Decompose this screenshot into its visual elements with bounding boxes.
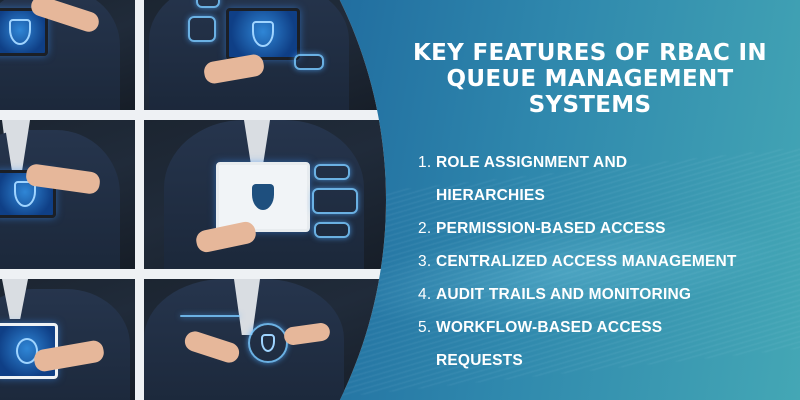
tablet-image <box>216 162 310 232</box>
photo-tile-1 <box>0 0 135 110</box>
title-line-1: KEY FEATURES OF RBAC IN <box>413 40 767 66</box>
hologram-shield-icon <box>248 323 288 363</box>
hologram-arrow-icon <box>314 164 350 180</box>
photo-tile-5 <box>0 279 135 400</box>
feature-label: PERMISSION-BASED ACCESS <box>436 220 666 237</box>
feature-item-3: 3. CENTRALIZED ACCESS MANAGEMENT <box>418 245 793 278</box>
feature-item-4: 4. AUDIT TRAILS AND MONITORING <box>418 278 793 311</box>
shield-icon <box>9 19 31 45</box>
tablet-image <box>226 8 300 60</box>
photo-collage-circle-mask <box>0 0 386 400</box>
feature-label: CENTRALIZED ACCESS MANAGEMENT <box>436 253 737 270</box>
feature-number: 2. <box>418 220 432 237</box>
shield-icon <box>252 184 274 210</box>
feature-label: AUDIT TRAILS AND MONITORING <box>436 286 692 303</box>
page-title: KEY FEATURES OF RBAC IN QUEUE MANAGEMENT… <box>400 40 780 118</box>
photo-tile-3 <box>0 120 135 269</box>
photo-collage-grid <box>0 0 386 400</box>
hologram-camera-icon <box>188 16 216 42</box>
feature-item-1: 1. ROLE ASSIGNMENT AND HIERARCHIES <box>418 146 793 212</box>
hologram-line <box>180 315 240 317</box>
shield-icon <box>252 21 274 47</box>
feature-item-2: 2. PERMISSION-BASED ACCESS <box>418 212 793 245</box>
hologram-document-icon <box>312 188 358 214</box>
feature-number: 5. <box>418 319 432 336</box>
photo-tile-2 <box>144 0 386 110</box>
feature-number: 1. <box>418 154 432 171</box>
features-list: 1. ROLE ASSIGNMENT AND HIERARCHIES 2. PE… <box>418 146 793 377</box>
feature-number: 3. <box>418 253 432 270</box>
photo-tile-6 <box>144 279 386 400</box>
hologram-arrow-icon <box>314 222 350 238</box>
title-line-2: QUEUE MANAGEMENT <box>446 66 734 92</box>
title-line-3: SYSTEMS <box>528 92 652 118</box>
feature-item-5: 5. WORKFLOW-BASED ACCESS REQUESTS <box>418 311 793 377</box>
hologram-arrow-icon <box>294 54 324 70</box>
hologram-arrow-icon <box>196 0 220 8</box>
feature-label: WORKFLOW-BASED ACCESS REQUESTS <box>436 319 663 369</box>
shield-icon <box>261 334 275 352</box>
feature-label: ROLE ASSIGNMENT AND HIERARCHIES <box>436 154 628 204</box>
feature-number: 4. <box>418 286 432 303</box>
shield-icon <box>14 181 36 207</box>
photo-tile-4 <box>144 120 386 269</box>
